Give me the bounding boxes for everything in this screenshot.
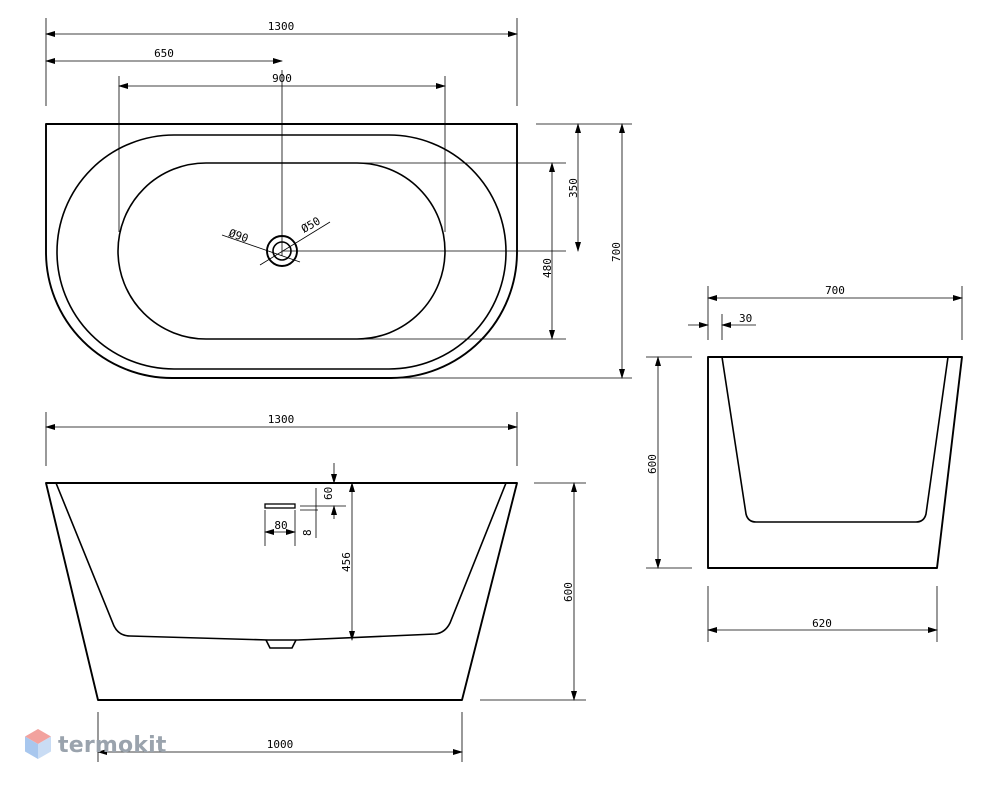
top-view-outer-contour [45, 123, 518, 379]
front-view-inner-contour [55, 482, 507, 641]
front-view-overflow [264, 503, 296, 509]
dim-480-label: 480 [541, 258, 554, 278]
dim-1000-label: 1000 [267, 738, 294, 751]
front-dim-600-label: 600 [562, 582, 575, 602]
side-dim-700-label: 700 [825, 284, 845, 297]
dim-30-label: 30 [739, 312, 752, 325]
logo-text: termokit [58, 732, 167, 758]
diameter-90-label: Ø90 [227, 227, 250, 246]
front-view-outer-contour [45, 482, 518, 701]
dim-700-label: 700 [610, 242, 623, 262]
dim-900-label: 900 [272, 72, 292, 85]
diameter-50-leader [259, 221, 331, 266]
top-view: Ø90 Ø50 1300 650 900 350 480 700 [45, 18, 632, 379]
side-view-outer-contour [707, 356, 963, 569]
dim-1300-label: 1300 [268, 20, 295, 33]
dim-650-label: 650 [154, 47, 174, 60]
diameter-50-label: Ø50 [299, 214, 323, 235]
dim-8-label: 8 [301, 529, 314, 536]
diameter-90-leader [221, 234, 301, 263]
side-view: 700 30 600 620 [646, 284, 963, 642]
side-dim-600-label: 600 [646, 454, 659, 474]
dim-620-label: 620 [812, 617, 832, 630]
dim-350-label: 350 [567, 178, 580, 198]
top-view-rim-line [56, 134, 507, 370]
dim-456-label: 456 [340, 552, 353, 572]
dim-60-label: 60 [322, 487, 335, 500]
dim-80-label: 80 [274, 519, 287, 532]
termokit-logo: termokit [24, 728, 167, 762]
top-view-basin [117, 162, 446, 340]
front-view: 1300 60 8 80 456 600 1000 [45, 412, 586, 762]
cube-logo-icon [25, 729, 51, 759]
front-dim-1300-label: 1300 [268, 413, 295, 426]
side-view-inner-contour [721, 356, 949, 523]
front-view-drain [265, 639, 297, 649]
